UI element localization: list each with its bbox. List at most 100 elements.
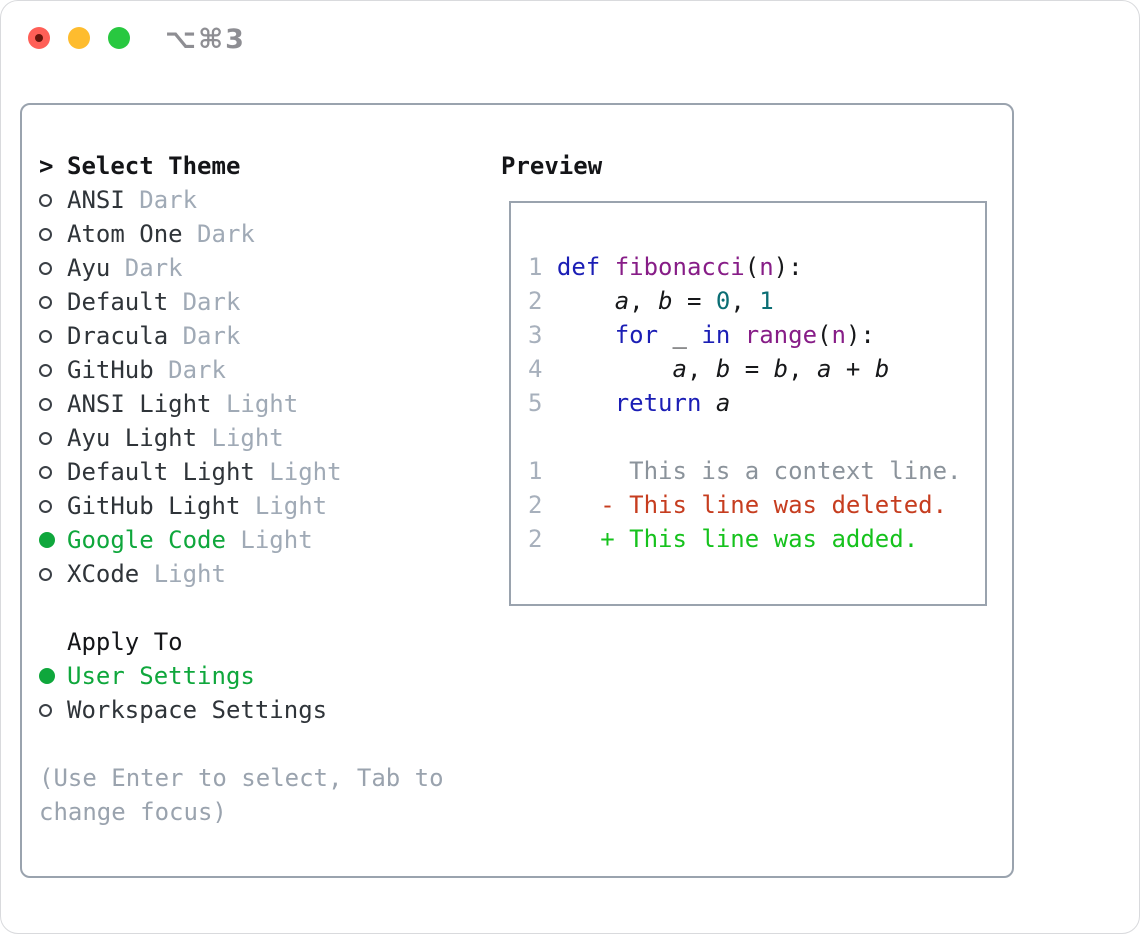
code-segment: fibonacci — [614, 253, 745, 281]
apply-option-label: Workspace Settings — [67, 696, 328, 724]
theme-option-gutter — [39, 397, 67, 411]
theme-variant: Dark — [124, 186, 198, 214]
theme-option[interactable]: Ayu Light Light — [39, 421, 499, 455]
theme-option-gutter — [39, 261, 67, 275]
code-segment: in — [701, 321, 731, 349]
code-segment: _ — [658, 321, 702, 349]
code-segment: a — [715, 389, 731, 417]
theme-option-gutter — [39, 363, 67, 377]
diff-sign: + — [600, 525, 630, 553]
theme-option-gutter — [39, 227, 67, 241]
apply-option-label: User Settings — [67, 662, 255, 690]
theme-option[interactable]: GitHub Dark — [39, 353, 499, 387]
close-button[interactable] — [28, 27, 50, 49]
theme-option[interactable]: Default Dark — [39, 285, 499, 319]
radio-icon — [39, 567, 52, 581]
code-segment: b — [773, 355, 789, 383]
theme-variant: Dark — [168, 322, 241, 350]
theme-name: Google Code — [67, 526, 226, 554]
preview-column: Preview 1 def fibonacci(n):2 a, b = 0, 1… — [501, 149, 987, 606]
apply-option[interactable]: User Settings — [39, 659, 499, 693]
titlebar: ⌥⌘3 — [1, 1, 1139, 75]
theme-name: GitHub Light — [67, 492, 241, 520]
select-theme-header: > Select Theme — [39, 149, 499, 183]
radio-icon — [39, 703, 52, 717]
theme-option[interactable]: Dracula Dark — [39, 319, 499, 353]
code-segment: + — [831, 355, 875, 383]
code-segment: n — [831, 321, 846, 349]
radio-icon — [39, 431, 52, 445]
theme-name: ANSI Light — [67, 390, 212, 418]
code-segment: ( — [744, 253, 760, 281]
theme-variant: Light — [225, 526, 313, 554]
theme-name: XCode — [67, 560, 140, 588]
apply-to-label: Apply To — [67, 628, 183, 656]
code-segment: for — [614, 321, 659, 349]
radio-icon — [39, 193, 52, 207]
theme-option[interactable]: Google Code Light — [39, 523, 499, 557]
theme-option-gutter — [39, 567, 67, 581]
theme-option-gutter — [39, 295, 67, 309]
theme-variant: Dark — [168, 288, 241, 316]
theme-option[interactable]: Ayu Dark — [39, 251, 499, 285]
code-segment: = — [672, 287, 716, 315]
code-segment: , — [730, 287, 760, 315]
theme-name: Default — [67, 288, 169, 316]
diff-line: 2 - This line was deleted. — [528, 488, 985, 522]
radio-icon — [39, 329, 52, 343]
line-number: 4 — [528, 355, 557, 383]
apply-option[interactable]: Workspace Settings — [39, 693, 499, 727]
code-segment: return — [614, 389, 702, 417]
zoom-button[interactable] — [108, 27, 130, 49]
minimize-button[interactable] — [68, 27, 90, 49]
theme-variant: Light — [139, 560, 226, 588]
radio-icon — [39, 295, 52, 309]
radio-icon — [39, 499, 52, 513]
line-number: 2 — [528, 491, 601, 519]
theme-name: Atom One — [67, 220, 183, 248]
spacer — [39, 591, 499, 625]
code-segment: ( — [817, 321, 832, 349]
theme-variant: Dark — [182, 220, 255, 248]
apply-to-header: Apply To — [39, 625, 499, 659]
theme-variant: Light — [197, 424, 284, 452]
close-button-dot — [35, 34, 43, 42]
theme-variant: Dark — [110, 254, 183, 282]
theme-name: GitHub — [67, 356, 154, 384]
line-number: 5 — [528, 389, 557, 417]
theme-option-gutter — [39, 465, 67, 479]
code-segment: , — [629, 287, 659, 315]
theme-option-gutter — [39, 431, 67, 445]
line-number: 2 — [528, 287, 557, 315]
theme-name: Dracula — [67, 322, 169, 350]
theme-option[interactable]: GitHub Light Light — [39, 489, 499, 523]
theme-option-gutter — [39, 499, 67, 513]
window-title: ⌥⌘3 — [165, 24, 246, 55]
theme-option[interactable]: XCode Light — [39, 557, 499, 591]
theme-name: ANSI — [67, 186, 125, 214]
code-segment: b — [874, 355, 890, 383]
code-segment: range — [744, 321, 818, 349]
selected-radio-icon — [39, 668, 55, 684]
selected-radio-icon — [39, 532, 55, 548]
blank-line — [528, 420, 985, 454]
theme-option[interactable]: ANSI Light Light — [39, 387, 499, 421]
code-segment — [701, 389, 715, 417]
theme-name: Ayu — [67, 254, 111, 282]
line-number: 1 — [528, 253, 557, 281]
diff-text: This is a context line. — [629, 457, 962, 485]
theme-option[interactable]: ANSI Dark — [39, 183, 499, 217]
theme-option[interactable]: Default Light Light — [39, 455, 499, 489]
code-segment: 0 — [715, 287, 731, 315]
theme-option[interactable]: Atom One Dark — [39, 217, 499, 251]
radio-icon — [39, 227, 52, 241]
code-line: 2 a, b = 0, 1 — [528, 284, 985, 318]
apply-option-gutter — [39, 668, 67, 684]
theme-variant: Light — [240, 492, 328, 520]
